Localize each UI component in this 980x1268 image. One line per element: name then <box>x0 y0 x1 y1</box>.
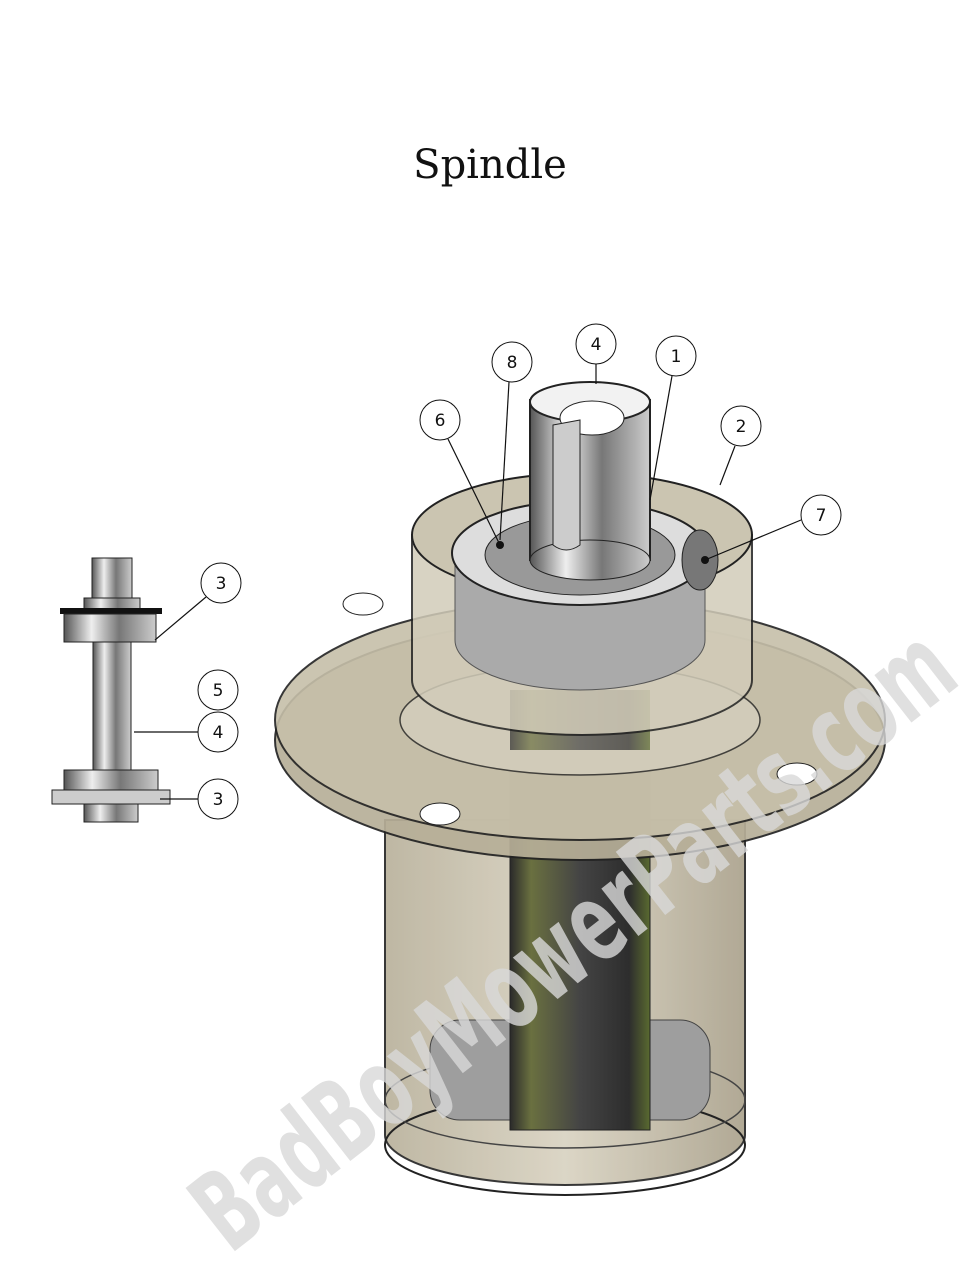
svg-text:3: 3 <box>213 790 224 810</box>
callout-3-lower: 3 <box>197 778 239 820</box>
callout-8: 8 <box>491 341 533 383</box>
svg-text:2: 2 <box>736 417 747 437</box>
callout-4-top: 4 <box>575 323 617 365</box>
leader-lines <box>134 364 802 800</box>
diagram-title: Spindle <box>413 142 567 188</box>
callout-6: 6 <box>419 399 461 441</box>
callout-3-upper: 3 <box>200 562 242 604</box>
svg-text:7: 7 <box>816 506 827 526</box>
exploded-shaft-assembly <box>51 557 171 823</box>
callout-1: 1 <box>655 335 697 377</box>
svg-text:3: 3 <box>216 574 227 594</box>
spindle-assembly <box>274 381 886 1196</box>
svg-text:8: 8 <box>507 353 518 373</box>
svg-text:1: 1 <box>671 347 682 367</box>
svg-text:4: 4 <box>591 335 602 355</box>
callout-2: 2 <box>720 405 762 447</box>
svg-text:6: 6 <box>435 411 446 431</box>
callout-7: 7 <box>800 494 842 536</box>
callout-5: 5 <box>197 669 239 711</box>
callout-4-left: 4 <box>197 711 239 753</box>
svg-text:5: 5 <box>213 681 224 701</box>
svg-text:4: 4 <box>213 723 224 743</box>
